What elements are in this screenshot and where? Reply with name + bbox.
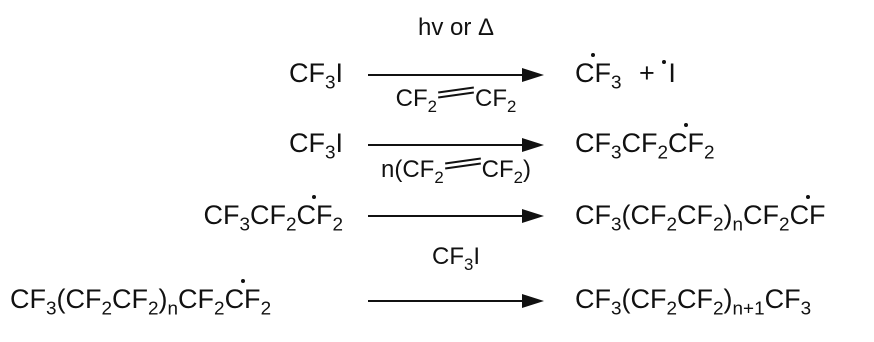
double-bond — [445, 159, 481, 169]
radical-dot-iodine — [662, 60, 667, 64]
reactant-2: CF3I — [288, 128, 343, 164]
radical-dot: CF — [668, 123, 705, 158]
radical-dot: CF — [224, 279, 261, 314]
product-2: CF3CF2CF2 — [575, 123, 715, 164]
reactant-4: CF3(CF2CF2)nCF2CF2 — [10, 279, 272, 320]
reactant-3: CF3CF2CF2 — [203, 195, 343, 236]
reactant-1: CF3I — [288, 58, 343, 94]
product-1: CF3 + I — [575, 53, 676, 94]
radical-dot: CF — [296, 195, 333, 230]
radical-dot: CF — [789, 195, 826, 230]
product-4: CF3(CF2CF2)n+1CF3 — [575, 284, 812, 320]
double-bond — [438, 88, 474, 98]
product-3: CF3(CF2CF2)nCF2CF — [575, 195, 826, 236]
condition-1: hv or Δ — [417, 14, 495, 41]
radical-dot: CF — [575, 53, 611, 88]
condition-4: CF3I — [431, 243, 480, 274]
